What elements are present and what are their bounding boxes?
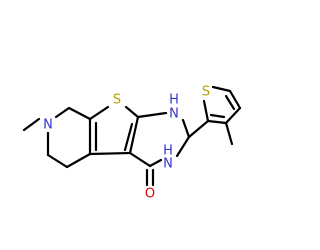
bond-th-s xyxy=(202,99,210,123)
bond-c3-c xyxy=(88,151,132,156)
bond-ch-th xyxy=(187,119,210,139)
atom-n-top: N xyxy=(169,107,179,122)
bonds xyxy=(22,85,242,187)
atom-n-methyl: N xyxy=(43,118,53,133)
bond-nme xyxy=(22,117,41,132)
atom-o-carbonyl: O xyxy=(145,187,155,202)
bond-c-s xyxy=(88,105,110,121)
bond-th-c4-c5 xyxy=(228,89,242,110)
bond-ch2a-c xyxy=(67,106,92,121)
molecule-canvas: N S H N H N O S xyxy=(22,85,242,202)
bond-ch2c-ch2d xyxy=(65,152,92,169)
atom-s-thiophene: S xyxy=(202,85,210,100)
structure-diagram: N S H N H N O S xyxy=(22,85,242,202)
bond-ch-nh2 xyxy=(175,135,191,158)
bond-c-nh1 xyxy=(136,111,168,119)
atom-h-mid: H xyxy=(163,144,173,159)
bond-th-s-b xyxy=(211,85,232,93)
bond-n-ch2a xyxy=(54,106,71,119)
bond-th-methyl xyxy=(224,121,234,146)
bond-th-c5-c3 xyxy=(224,106,242,125)
atom-n-mid: N xyxy=(163,157,173,172)
bond-co-c xyxy=(128,151,152,168)
bond-nh1-ch xyxy=(181,118,191,139)
atom-s-thieno: S xyxy=(113,93,121,108)
bond-c-c-fused-dbl xyxy=(123,122,134,152)
bond-th-c3-c2 xyxy=(206,119,228,125)
bond-ch2b-ch2c xyxy=(46,153,69,169)
bond-th-c3-c2-dbl xyxy=(209,113,226,119)
atom-h-top: H xyxy=(169,93,179,108)
bond-s-c xyxy=(124,105,140,119)
bond-th-c4-c5-dbl xyxy=(224,94,236,111)
atom-labels: N S H N H N O S xyxy=(43,85,210,202)
bond-c-c-fused xyxy=(128,115,140,155)
bond-nh2-co xyxy=(148,158,163,168)
